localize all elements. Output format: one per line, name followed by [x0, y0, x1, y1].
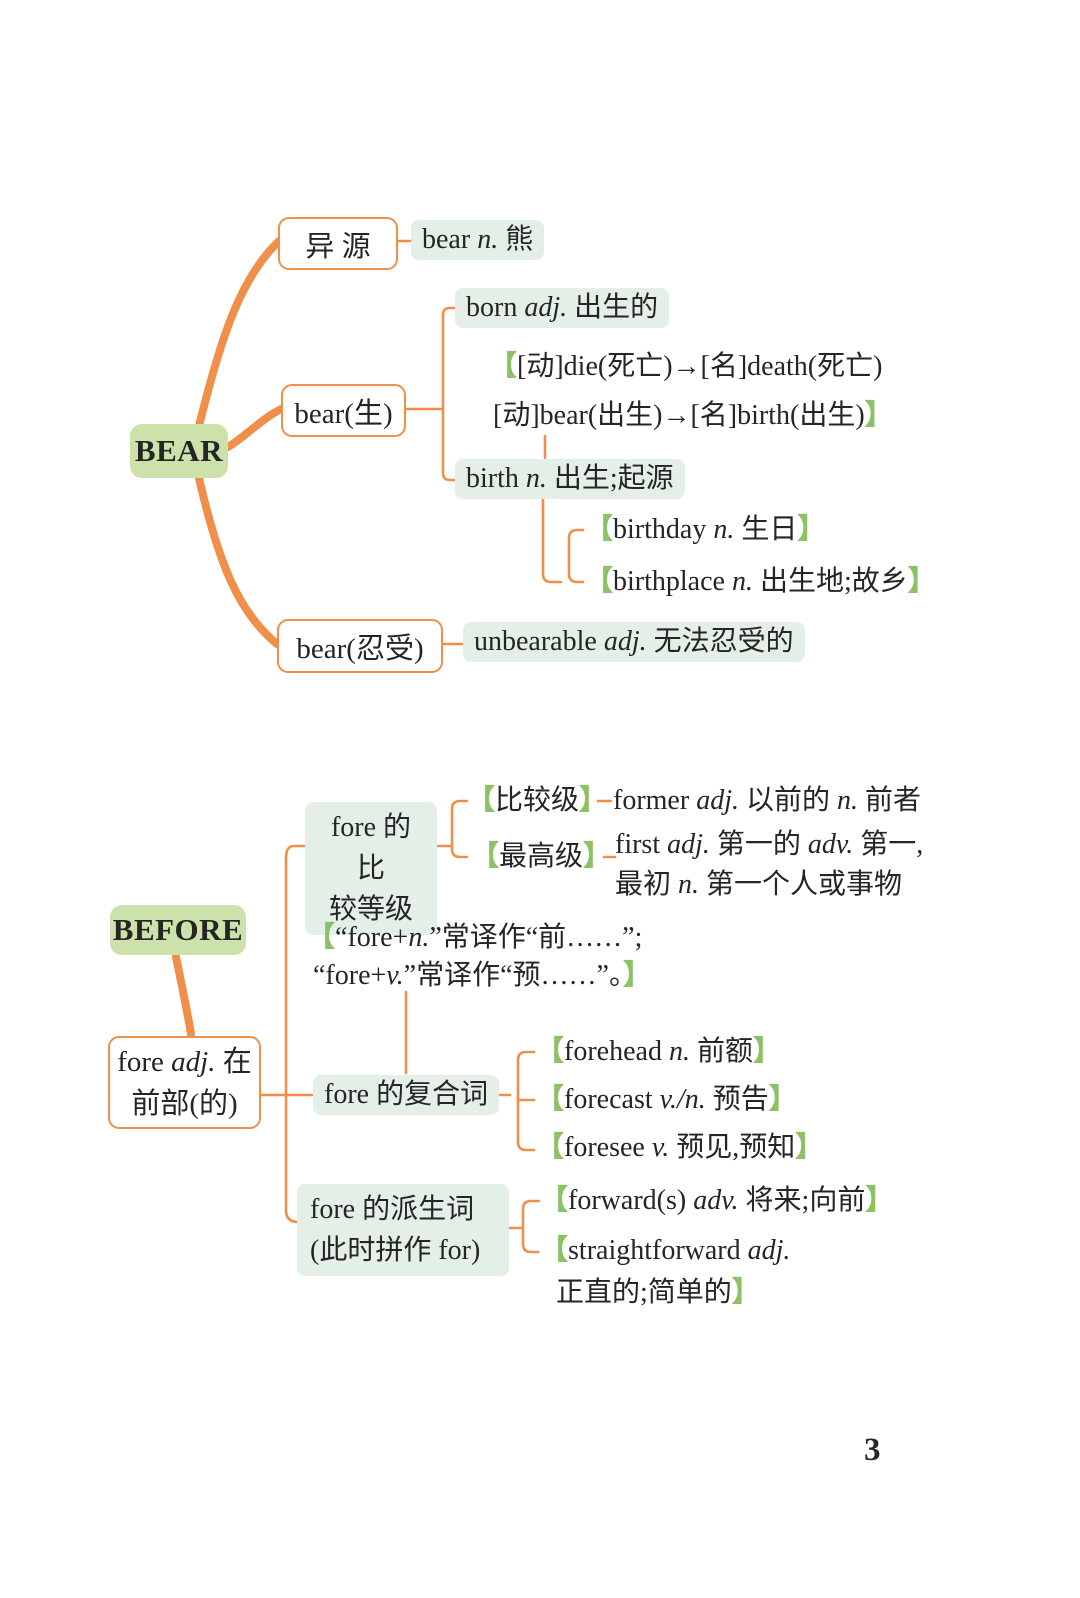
entry-forward: 【forward(s) adv. 将来;向前】 [540, 1185, 894, 1216]
note-bear-birth: [动]bear(出生)→[名]birth(出生)】 [493, 400, 893, 431]
derive-line2: (此时拼作 for) [310, 1235, 481, 1266]
entry-former: former adj. 以前的 n. 前者 [613, 785, 921, 816]
entry-birth: birth n. 出生;起源 [455, 459, 685, 499]
before-fore-adj-box: fore adj. 在 前部(的) [108, 1036, 261, 1129]
before-compound-box: fore 的复合词 [313, 1075, 500, 1115]
derive-line1: fore 的派生词 [310, 1194, 475, 1225]
entry-forecast: 【forecast v./n. 预告】 [536, 1084, 797, 1115]
entry-unbearable: unbearable adj. 无法忍受的 [463, 622, 805, 662]
entry-straightforward-line2: 正直的;简单的】 [556, 1277, 760, 1308]
fore-adj-line2: 前部(的) [131, 1087, 238, 1120]
entry-first-line2: 最初 n. 第一个人或事物 [615, 869, 903, 900]
compare-line2: 较等级 [328, 894, 413, 925]
entry-born: born adj. 出生的 [455, 288, 670, 328]
note-fore-v: “fore+v.”常译作“预……”。】 [313, 960, 651, 991]
entry-first-line1: first adj. 第一的 adv. 第一, [615, 829, 924, 860]
page-number: 3 [864, 1432, 881, 1468]
label-superlative: 【最高级】 [471, 841, 612, 872]
note-die-death: 【[动]die(死亡)→[名]death(死亡) [489, 351, 883, 382]
entry-birthday: 【birthday n. 生日】 [585, 514, 826, 545]
note-fore-n: 【“fore+n.”常译作“前……”; [307, 922, 643, 953]
entry-straightforward-line1: 【straightforward adj. [540, 1235, 791, 1266]
entry-bear-noun: bear n. 熊 [411, 220, 545, 260]
entry-forehead: 【forehead n. 前额】 [536, 1036, 781, 1067]
bear-root-node: BEAR [130, 424, 228, 478]
before-compare-box: fore 的比 较等级 [305, 802, 437, 935]
before-root-node: BEFORE [110, 905, 246, 955]
entry-birthplace: 【birthplace n. 出生地;故乡】 [585, 566, 936, 597]
compare-line1: fore 的比 [330, 812, 412, 884]
bear-branch-renshou-box: bear(忍受) [277, 619, 443, 673]
before-derive-box: fore 的派生词 (此时拼作 for) [297, 1184, 509, 1276]
entry-foresee: 【foresee v. 预见,预知】 [536, 1132, 824, 1163]
bear-branch-sheng-box: bear(生) [281, 384, 406, 437]
label-comparative: 【比较级】 [467, 785, 608, 816]
bear-branch-yiyuan-box: 异 源 [278, 217, 398, 270]
fore-adj-line1: fore adj. 在 [117, 1045, 252, 1078]
